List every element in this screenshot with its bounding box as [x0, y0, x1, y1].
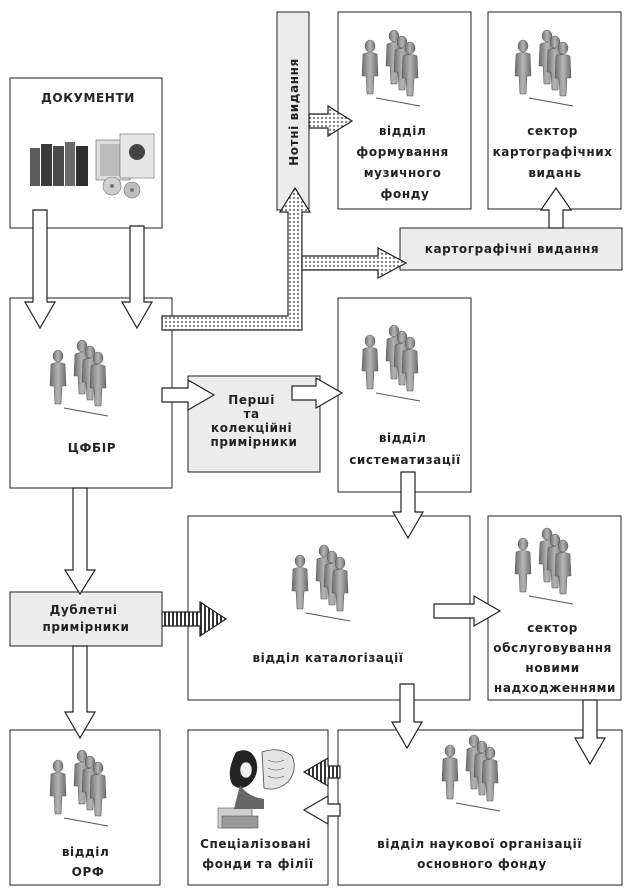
arrow-new-arrivals-to-scientific-org	[573, 699, 607, 766]
tsfbir-label: ЦФБІР	[68, 441, 116, 455]
special-funds-label: Спеціалізовані фонди та філії	[200, 837, 316, 871]
arrow-cataloging-to-new-arrivals	[433, 594, 502, 628]
arrow-documents-to-tsfbir	[23, 209, 57, 330]
cartographic-editions-label: картографічні видання	[425, 242, 600, 256]
systematization-label: відділ систематизації	[349, 431, 461, 467]
notni-box	[276, 11, 310, 211]
music-dept-label: відділ формування музичного фонду	[356, 124, 453, 201]
arrow-duplicates-to-cataloging	[161, 600, 228, 638]
arrow-scientific-org-to-special-funds	[302, 794, 341, 826]
special-funds-artwork-icon	[217, 749, 295, 829]
documents-books-icon	[30, 133, 155, 199]
arrow-scientific-org-to-special-funds-striped	[302, 756, 341, 788]
arrow-cataloging-to-scientific-org	[390, 683, 424, 750]
cataloging-box	[187, 515, 471, 701]
notni-vertical-label: Нотні видання	[287, 58, 301, 166]
duplicate-copies-box	[9, 591, 163, 647]
cataloging-label: відділ каталогізації	[252, 651, 403, 665]
arrow-sector-to-cartographic	[539, 186, 573, 229]
arrow-tsfbir-to-duplicates	[63, 487, 97, 596]
dotted-arrow-notni-to-music-dept	[308, 104, 354, 138]
duplicate-copies-label: Дублетні примірники	[42, 603, 129, 634]
orf-label: відділ ОРФ	[62, 845, 114, 879]
arrows	[23, 186, 607, 826]
arrow-duplicates-to-orf	[63, 645, 97, 740]
dotted-connector-tsfbir-to-notni	[161, 186, 312, 331]
arrow-first-copies-to-systematization	[291, 376, 344, 410]
systematization-box	[337, 297, 472, 493]
arrow-systematization-to-cataloging	[391, 471, 425, 540]
dotted-arrow-to-cartographic-editions	[301, 246, 408, 280]
arrow-tsfbir-to-first-copies	[161, 378, 216, 412]
arrow-documents-to-tsfbir	[120, 225, 154, 330]
cartographic-editions-box	[399, 227, 623, 271]
documents-title: ДОКУМЕНТИ	[41, 91, 135, 105]
first-copies-label: Перші та колекційні примірники	[210, 393, 297, 449]
new-arrivals-sector-label: сектор обслуговування новими надходження…	[493, 621, 616, 695]
scientific-org-label: відділ наукової організації основного фо…	[377, 837, 587, 871]
cartographic-sector-label: сектор картографічних видань	[493, 124, 618, 180]
